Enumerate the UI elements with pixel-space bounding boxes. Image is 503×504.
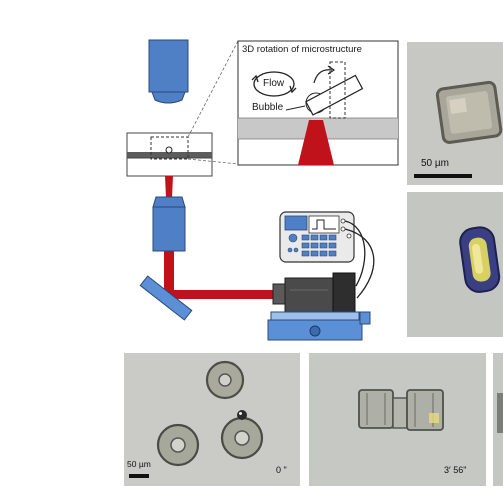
scale-bar-label: 50 µm: [127, 459, 151, 469]
scale-bar-label: 50 µm: [421, 158, 449, 169]
micrograph-bottom-right: [493, 353, 503, 486]
mirror: [139, 275, 193, 321]
laser-head: [272, 272, 356, 316]
translation-stage: [267, 311, 371, 341]
inset-title: 3D rotation of microstructure: [242, 44, 362, 55]
flow-label: Flow: [263, 78, 285, 89]
function-generator: [279, 211, 355, 263]
microfluidic-device: [126, 132, 213, 177]
lower-objective: [152, 196, 186, 252]
micrograph-top-right: 50 µm: [407, 42, 503, 185]
micrograph-middle-right: [407, 192, 503, 337]
inset-panel: [237, 40, 399, 166]
upper-objective: [148, 39, 189, 104]
bubble-label: Bubble: [252, 102, 284, 113]
time-label: 0 ʺ: [276, 465, 287, 475]
micrograph-bottom-middle: 3′ 56ʺ: [309, 353, 486, 486]
micrograph-bottom-left: 50 µm 0 ʺ: [124, 353, 300, 486]
time-label: 3′ 56ʺ: [444, 465, 467, 475]
flow-swirl-icon: [251, 71, 297, 97]
